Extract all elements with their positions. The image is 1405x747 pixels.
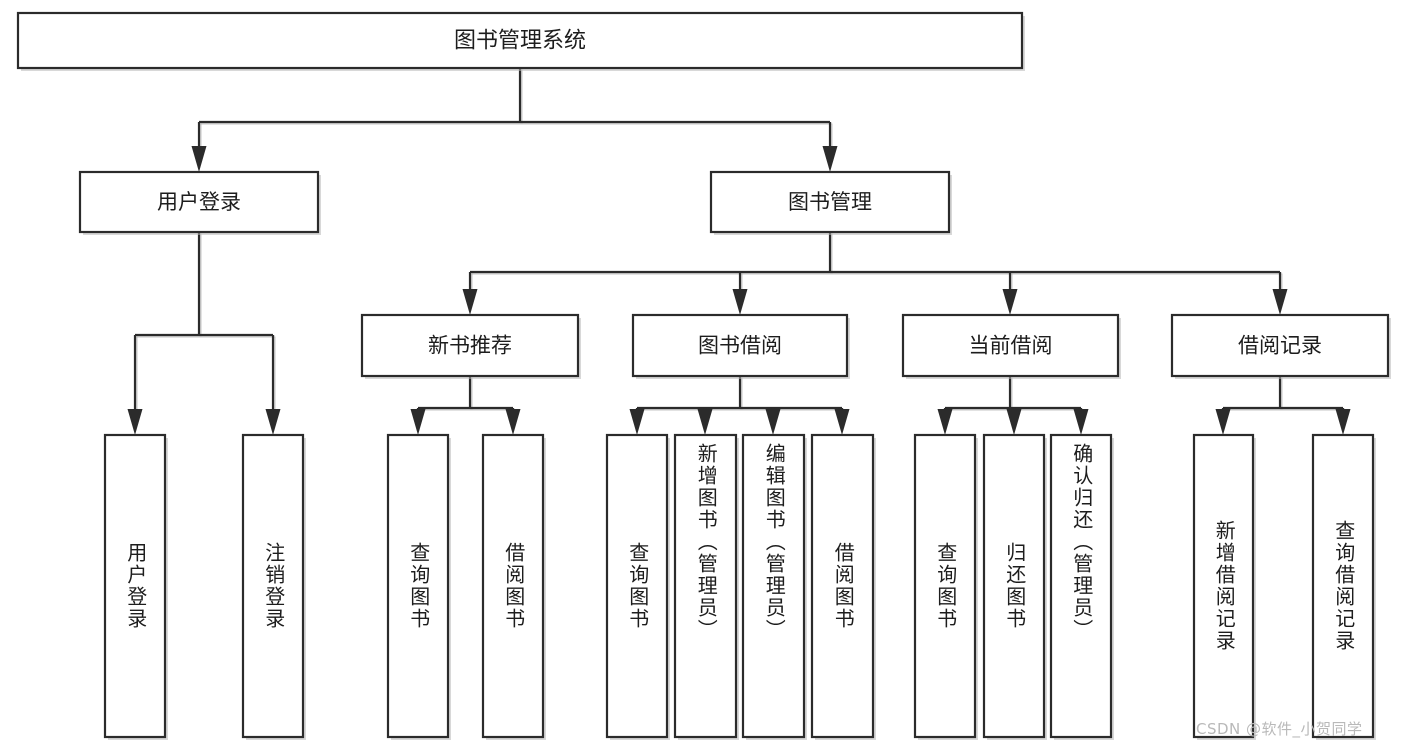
level2-node-3[interactable] [1170, 313, 1390, 378]
level2-node-3-label: 借阅记录 [1238, 334, 1322, 358]
level1-node-0-label: 用户登录 [157, 190, 241, 214]
connector-layer [127, 68, 1351, 435]
group-1-branch-1-head [697, 409, 713, 435]
manage-branch-2-head [1002, 289, 1018, 315]
leaf-node-6[interactable] [741, 433, 806, 739]
level2-node-0[interactable] [360, 313, 580, 378]
root-node-label: 图书管理系统 [454, 29, 586, 54]
leaf-node-10[interactable] [1049, 433, 1113, 739]
leaf-node-4[interactable] [605, 433, 669, 739]
level1-node-0[interactable] [78, 170, 320, 234]
group-2-branch-2-head [1073, 409, 1089, 435]
login-branch-1-head [265, 409, 281, 435]
root-branch-0-head [191, 146, 207, 172]
group-3-branch-1-head [1335, 409, 1351, 435]
manage-branch-0-head [462, 289, 478, 315]
leaf-node-3[interactable] [481, 433, 545, 739]
leaf-node-8[interactable] [913, 433, 977, 739]
leaf-node-1[interactable] [241, 433, 305, 739]
manage-branch-1-head [732, 289, 748, 315]
level2-node-2-label: 当前借阅 [969, 334, 1053, 358]
group-2-branch-1-head [1006, 409, 1022, 435]
leaf-node-5[interactable] [673, 433, 738, 739]
leaf-node-2[interactable] [386, 433, 450, 739]
login-branch-0-head [127, 409, 143, 435]
node-box-layer [16, 11, 1391, 740]
level1-node-1-label: 图书管理 [788, 190, 872, 214]
level1-node-1[interactable] [709, 170, 951, 234]
group-0-branch-1-head [505, 409, 521, 435]
level2-node-2[interactable] [901, 313, 1120, 378]
group-1-branch-2-head [765, 409, 781, 435]
level2-node-1[interactable] [631, 313, 849, 378]
root-node[interactable] [16, 11, 1024, 70]
group-3-branch-0-head [1215, 409, 1231, 435]
level2-node-0-label: 新书推荐 [428, 334, 512, 358]
manage-branch-3-head [1272, 289, 1288, 315]
root-branch-1-head [822, 146, 838, 172]
group-2-branch-0-head [937, 409, 953, 435]
level2-node-1-label: 图书借阅 [698, 334, 782, 358]
group-1-branch-0-head [629, 409, 645, 435]
leaf-node-9[interactable] [982, 433, 1046, 739]
group-0-branch-0-head [410, 409, 426, 435]
csdn-watermark: CSDN @软件_小贺同学 [1196, 720, 1363, 738]
leaf-node-12[interactable] [1311, 433, 1375, 739]
leaf-node-0[interactable] [103, 433, 167, 739]
group-1-branch-3-head [834, 409, 850, 435]
leaf-node-7[interactable] [810, 433, 875, 739]
leaf-node-11[interactable] [1192, 433, 1255, 739]
